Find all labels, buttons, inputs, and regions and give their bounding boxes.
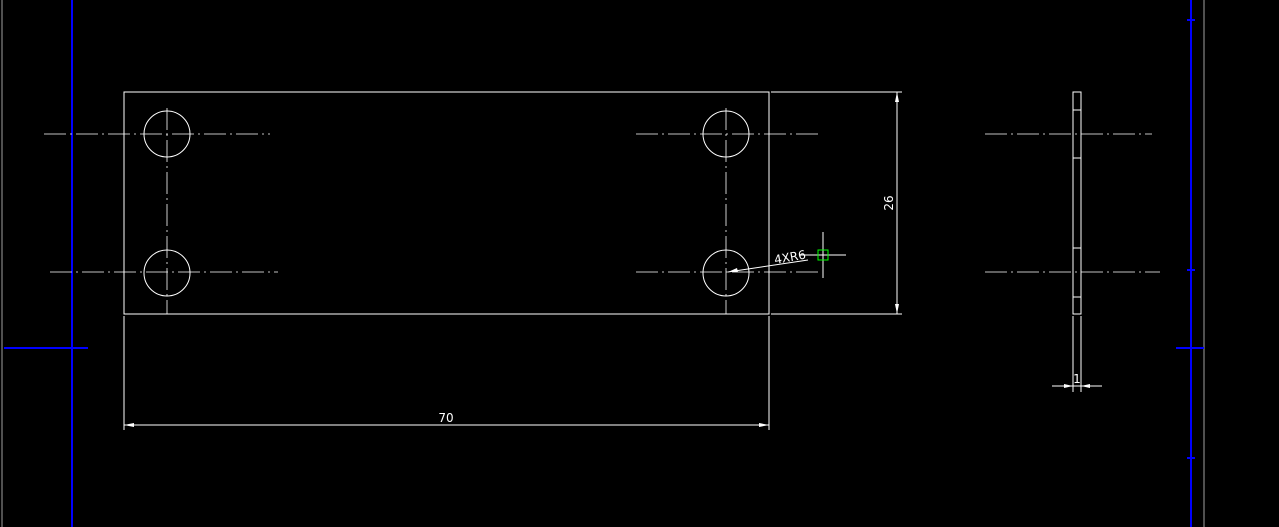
dim-thickness-text[interactable]: 1 bbox=[1073, 372, 1081, 386]
side-view: 1 bbox=[985, 91, 1160, 392]
drawing-frame bbox=[1, 0, 1205, 527]
hole-callout-text[interactable]: 4XR6 bbox=[773, 248, 807, 267]
dim-thickness-arrow-left bbox=[1064, 384, 1073, 388]
plate-outline[interactable] bbox=[123, 91, 770, 315]
dim-height-arrow-bottom bbox=[895, 304, 899, 314]
dim-length-arrow-left bbox=[124, 423, 134, 427]
hole-callout-arrow bbox=[728, 268, 738, 272]
crosshair-cursor bbox=[800, 232, 846, 278]
dim-length-text[interactable]: 70 bbox=[438, 411, 453, 425]
hole-callout-leader bbox=[727, 259, 809, 273]
cursor-pickbox-icon bbox=[817, 249, 829, 261]
dim-length-arrow-right bbox=[759, 423, 769, 427]
dim-thickness-arrow-right bbox=[1081, 384, 1090, 388]
front-view bbox=[44, 91, 822, 315]
side-view-outline[interactable] bbox=[1072, 91, 1082, 315]
dim-height-text[interactable]: 26 bbox=[882, 195, 896, 210]
dimensions: 70 26 4XR6 bbox=[123, 91, 902, 430]
dim-height-arrow-top bbox=[895, 92, 899, 102]
